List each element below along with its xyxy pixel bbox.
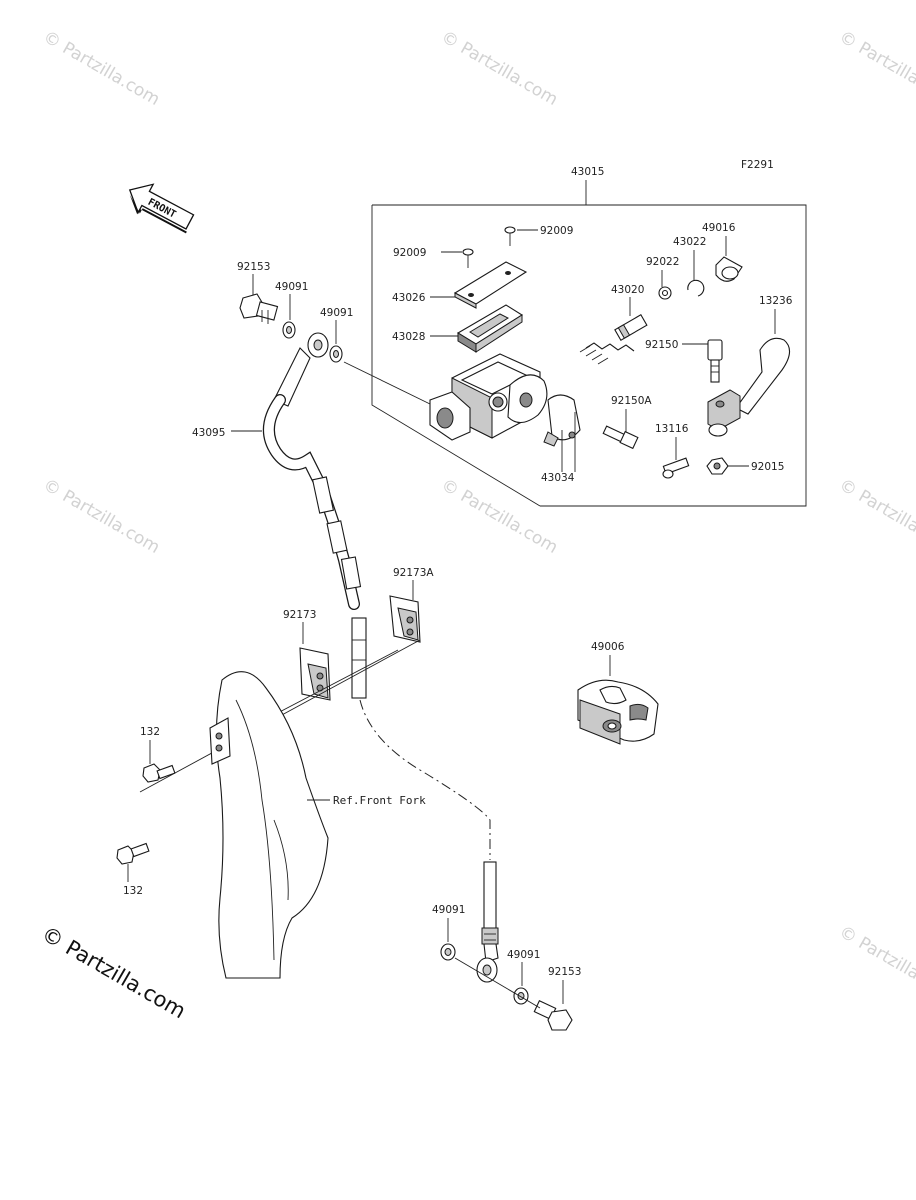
master-cylinder-assembly-box: 43015	[371, 166, 807, 507]
label-92173: 92173	[283, 609, 316, 621]
watermark-1: © Partzilla.com	[40, 27, 164, 110]
pin-13116: 13116	[655, 423, 690, 479]
watermark-3: © Partzilla.com	[836, 27, 916, 110]
boot-49016: 49016	[702, 222, 743, 282]
banjo-bolt-92153-bottom: 92153	[454, 957, 581, 1031]
label-92009-right: 92009	[540, 225, 573, 237]
label-92153-bottom: 92153	[548, 966, 581, 978]
label-132-upper: 132	[140, 726, 160, 738]
label-43026: 43026	[392, 292, 426, 304]
label-49091-top-1: 49091	[275, 281, 308, 293]
screw-92009: 92009 92009	[393, 225, 573, 268]
watermark-7: © Partzilla.com	[836, 922, 916, 1005]
front-direction-arrow: FRONT	[128, 183, 195, 234]
label-49091-top-2: 49091	[320, 307, 353, 319]
label-43034: 43034	[541, 472, 575, 484]
diaphragm-43028: 43028	[392, 304, 524, 353]
washer-49091-bottom-1: 49091	[432, 904, 465, 961]
label-92153-top: 92153	[237, 261, 270, 273]
master-cylinder-body	[429, 353, 548, 441]
label-13116: 13116	[655, 423, 689, 435]
front-fork-guard: Ref.Front Fork	[209, 671, 426, 979]
label-92009-left: 92009	[393, 247, 426, 259]
washer-49091-top-1: 49091	[275, 281, 308, 339]
bolt-92150: 92150	[645, 339, 723, 383]
assembly-line-top	[343, 361, 431, 405]
label-92022: 92022	[646, 256, 679, 268]
watermarks: © Partzilla.com © Partzilla.com © Partzi…	[38, 27, 916, 1023]
bolt-132-lower: 132	[116, 842, 150, 897]
label-43028: 43028	[392, 331, 425, 343]
bolt-92150A: 92150A	[602, 395, 652, 450]
label-49091-bottom-1: 49091	[432, 904, 465, 916]
label-92150: 92150	[645, 339, 678, 351]
brake-hose-43095: 43095	[192, 332, 367, 699]
label-92150A: 92150A	[611, 395, 652, 407]
brake-lever-13236: 13236	[707, 295, 793, 437]
label-13236: 13236	[759, 295, 793, 307]
label-43020: 43020	[611, 284, 644, 296]
watermark-6: © Partzilla.com	[836, 475, 916, 558]
hose-clamp-92173A: 92173A	[389, 567, 434, 643]
piston-kit-43020: 43020	[579, 284, 648, 365]
label-49016: 49016	[702, 222, 736, 234]
bolt-132-upper: 132	[140, 726, 176, 783]
figure-code: F2291	[741, 159, 774, 171]
watermark-4: © Partzilla.com	[40, 475, 164, 558]
label-49006: 49006	[591, 641, 625, 653]
washer-49091-bottom-2: 49091	[507, 949, 540, 1005]
washer-92022: 92022	[646, 256, 679, 300]
label-92015: 92015	[751, 461, 784, 473]
reservoir-cap-43026: 43026	[392, 261, 528, 309]
banjo-bolt-92153-top: 92153	[237, 261, 279, 324]
watermark-main: © Partzilla.com	[38, 922, 190, 1024]
label-132-lower: 132	[123, 885, 143, 897]
label-ref-front-fork: Ref.Front Fork	[333, 794, 426, 807]
brake-hose-lower-fitting	[476, 861, 499, 983]
circlip-43022: 43022	[673, 236, 706, 297]
label-43022: 43022	[673, 236, 706, 248]
label-49091-bottom-2: 49091	[507, 949, 540, 961]
nut-92015: 92015	[706, 457, 784, 475]
washer-49091-top-2: 49091	[320, 307, 353, 363]
watermark-5: © Partzilla.com	[438, 475, 562, 558]
switch-housing-49006: 49006	[577, 641, 659, 745]
hose-route-line	[359, 699, 491, 860]
label-43095: 43095	[192, 427, 225, 439]
hose-clamp-92173: 92173	[283, 609, 331, 701]
label-43015: 43015	[571, 166, 604, 178]
watermark-2: © Partzilla.com	[438, 27, 562, 110]
clamp-43034: 43034	[541, 394, 581, 484]
label-92173A: 92173A	[393, 567, 434, 579]
